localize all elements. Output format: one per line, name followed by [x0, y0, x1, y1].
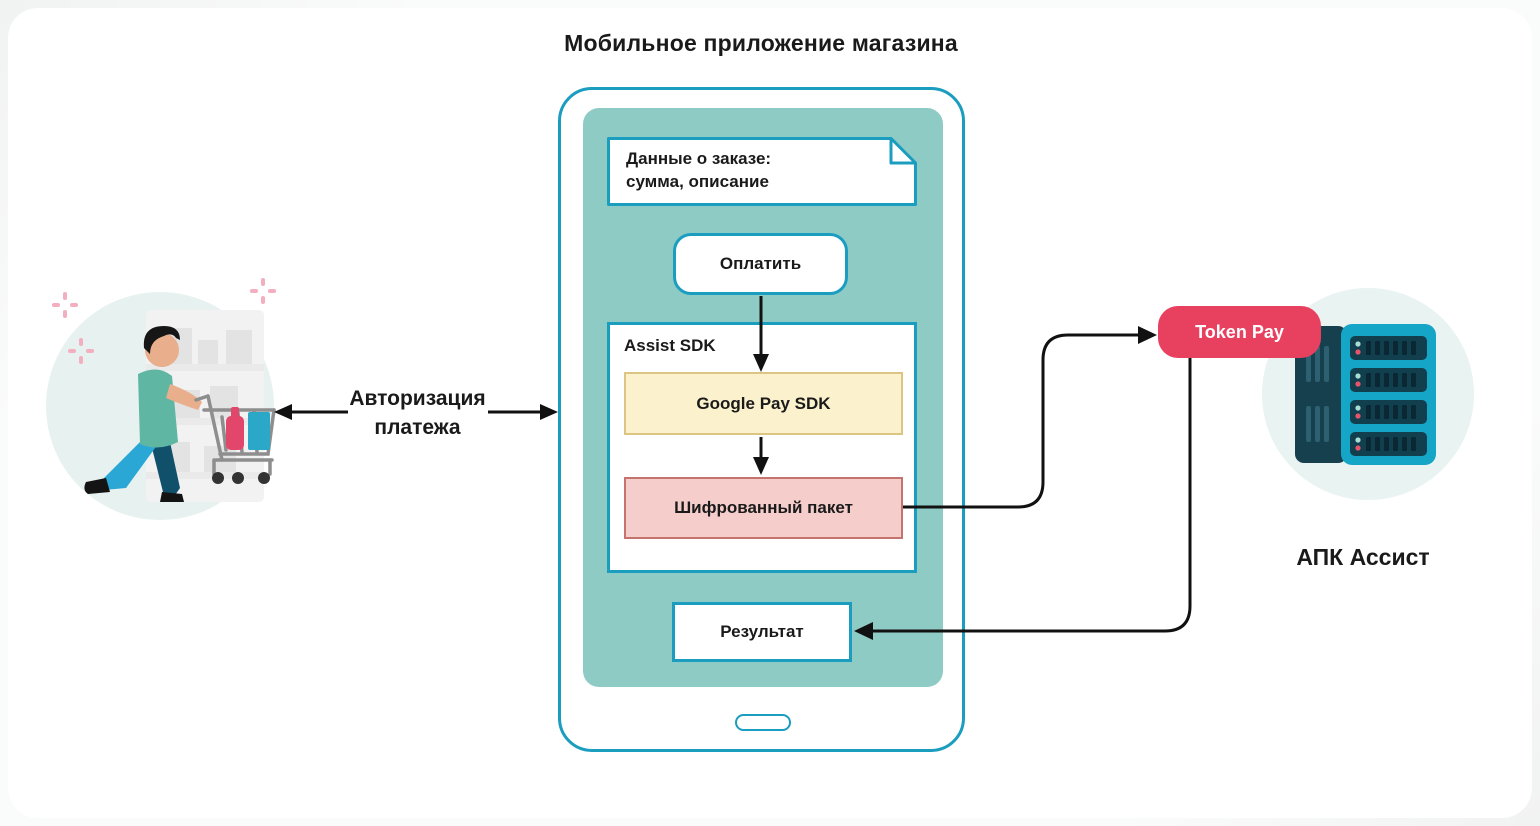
document-fold-icon [607, 137, 917, 206]
token-pay-node: Token Pay [1158, 306, 1321, 358]
diagram-title: Мобильное приложение магазина [564, 30, 958, 56]
sparkle-icon [52, 292, 78, 318]
shopper-cart-illustration [46, 292, 276, 520]
server-vents-icon [1306, 346, 1329, 442]
home-button [735, 714, 791, 731]
cart-icon [194, 394, 276, 476]
order-data-node: Данные о заказе: сумма, описание [607, 137, 917, 206]
authorization-label-line2: платежа [374, 416, 461, 439]
cart-items-icon [212, 407, 270, 484]
sparkle-icon [68, 338, 94, 364]
server-units-icon [1350, 336, 1427, 456]
phone-frame: Данные о заказе: сумма, описание Оплатит… [558, 87, 965, 752]
assist-sdk-label: Assist SDK [624, 336, 716, 355]
encrypted-packet-node: Шифрованный пакет [624, 477, 903, 539]
assist-sdk-box: Assist SDK Google Pay SDK Шифрованный па… [607, 322, 917, 573]
pay-button: Оплатить [673, 233, 848, 295]
apk-assist-label: АПК Ассист [1296, 544, 1430, 570]
person-icon [84, 326, 202, 502]
result-node: Результат [672, 602, 852, 662]
order-data-line1: Данные о заказе: [626, 149, 772, 168]
order-data-line2: сумма, описание [626, 172, 769, 191]
authorization-label: Авторизация платежа [330, 384, 505, 442]
sparkle-icon [250, 278, 276, 304]
authorization-label-line1: Авторизация [349, 387, 486, 410]
google-pay-sdk-node: Google Pay SDK [624, 372, 903, 435]
